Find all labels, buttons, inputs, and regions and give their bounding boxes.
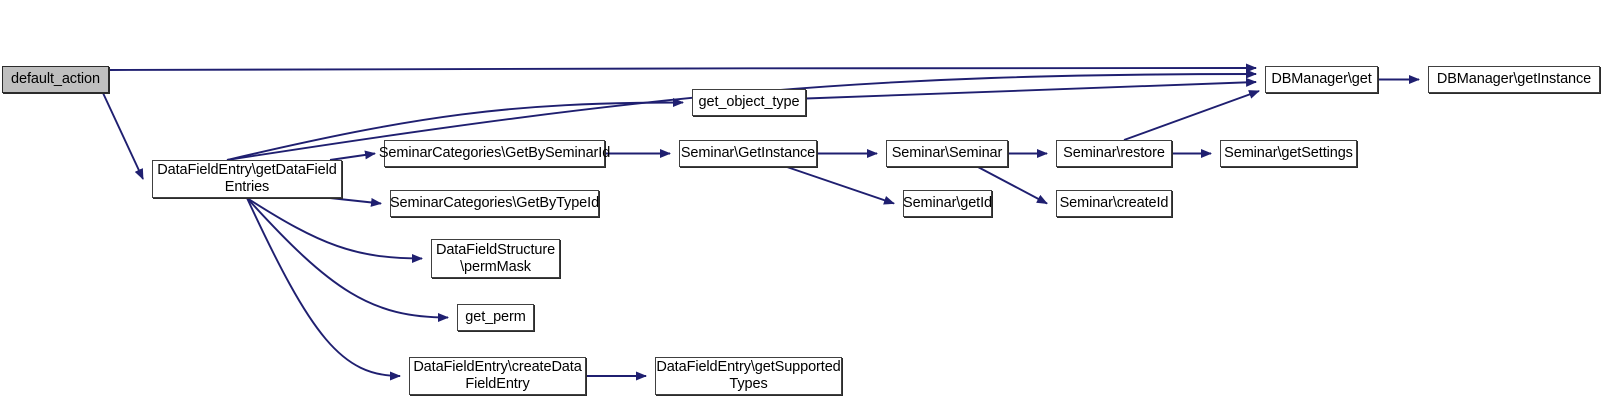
- graph-node-getByTypeId[interactable]: SeminarCategories\GetByTypeId: [390, 190, 599, 217]
- graph-node-createDataFieldEntry[interactable]: DataFieldEntry\createData FieldEntry: [409, 357, 586, 395]
- graph-node-seminarRestore[interactable]: Seminar\restore: [1056, 140, 1172, 167]
- graph-node-seminarSeminar[interactable]: Seminar\Seminar: [886, 140, 1008, 167]
- edge-default_action-to-dbManagerGet: [108, 63, 1257, 73]
- edge-seminarSeminar-to-seminarCreateId: [977, 166, 1048, 205]
- edge-getDataFieldEntries-to-get_object_type: [226, 98, 684, 161]
- edge-seminarGetInstance-to-seminarGetId: [786, 166, 895, 205]
- graph-node-seminarGetInstance[interactable]: Seminar\GetInstance: [679, 140, 817, 167]
- edge-default_action-to-getDataFieldEntries: [102, 92, 144, 180]
- edge-getDataFieldEntries-to-permMask: [246, 197, 423, 263]
- edge-getDataFieldEntries-to-createDataFieldEntry: [246, 197, 401, 381]
- graph-node-dbManagerGet[interactable]: DBManager\get: [1265, 66, 1378, 93]
- graph-node-get_perm[interactable]: get_perm: [457, 304, 534, 331]
- graph-node-get_object_type[interactable]: get_object_type: [692, 89, 806, 116]
- graph-node-default_action[interactable]: default_action: [2, 66, 109, 93]
- edge-getDataFieldEntries-to-get_perm: [246, 197, 449, 322]
- graph-node-permMask[interactable]: DataFieldStructure \permMask: [431, 239, 560, 278]
- edge-get_object_type-to-dbManagerGet: [805, 77, 1257, 100]
- graph-node-getBySeminarId[interactable]: SeminarCategories\GetBySeminarId: [379, 140, 610, 167]
- graph-node-seminarCreateId[interactable]: Seminar\createId: [1056, 190, 1172, 217]
- graph-node-getSupportedTypes[interactable]: DataFieldEntry\getSupported Types: [655, 357, 842, 395]
- graph-node-getDataFieldEntries[interactable]: DataFieldEntry\getDataField Entries: [152, 160, 342, 198]
- graph-node-dbManagerGetInstance[interactable]: DBManager\getInstance: [1428, 66, 1600, 93]
- edge-getDataFieldEntries-to-getBySeminarId: [329, 150, 376, 161]
- edge-seminarRestore-to-dbManagerGet: [1123, 90, 1260, 141]
- graph-node-seminarGetId[interactable]: Seminar\getId: [903, 190, 992, 217]
- graph-node-seminarGetSettings[interactable]: Seminar\getSettings: [1220, 140, 1357, 167]
- edge-getDataFieldEntries-to-getByTypeId: [329, 197, 382, 207]
